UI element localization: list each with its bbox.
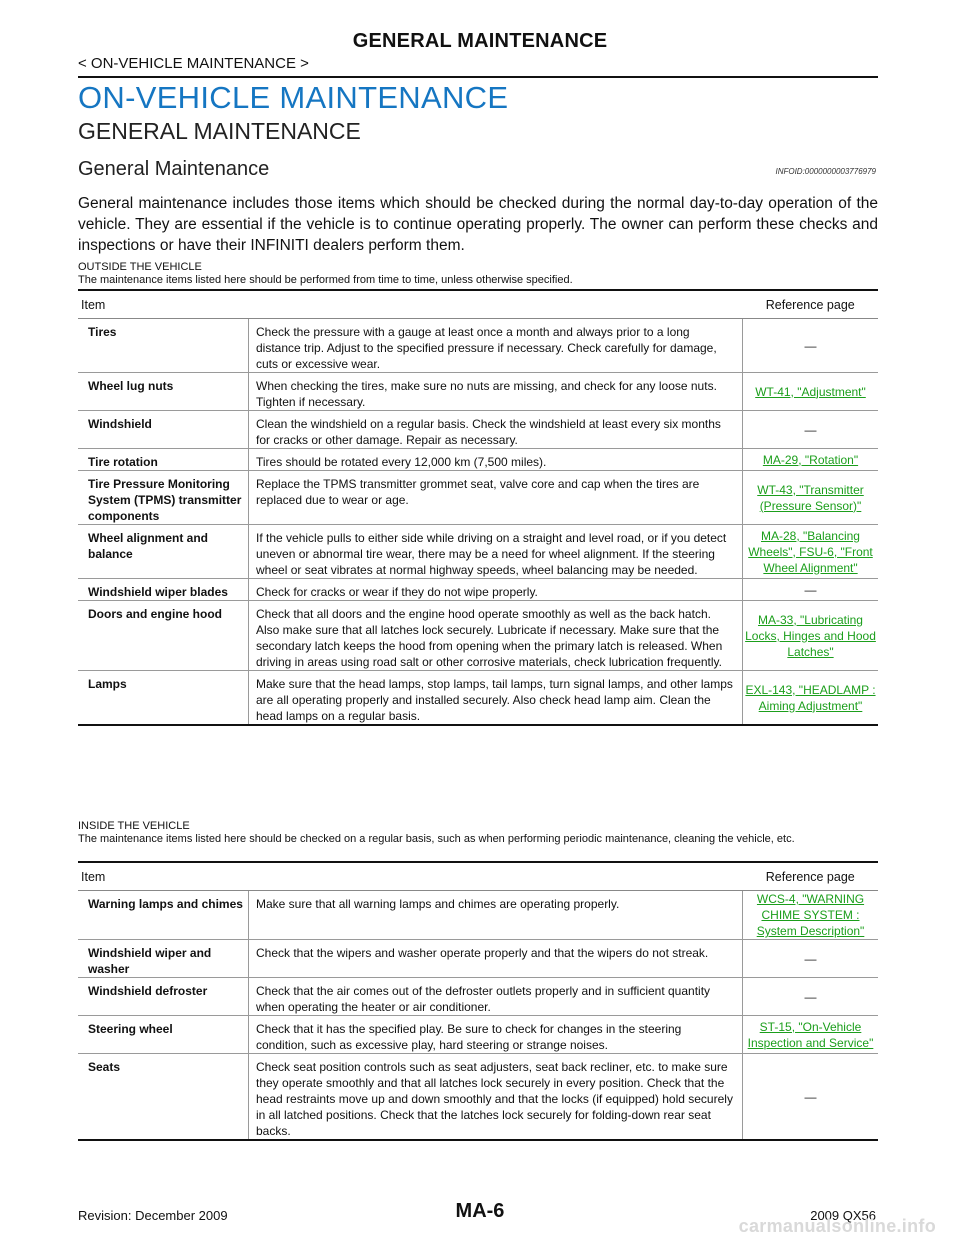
column-header-item: Item [78,861,743,891]
row-item-name: Wheel lug nuts [78,372,249,411]
table-row: Tire Pressure Monitoring System (TPMS) t… [78,470,878,525]
subsection-heading: GENERAL MAINTENANCE [78,118,361,144]
reference-none: — [804,422,817,437]
reference-link[interactable]: MA-28, "Balancing Wheels", FSU-6, "Front… [748,528,873,575]
row-item-name: Warning lamps and chimes [78,890,249,940]
footer-model: 2009 QX56 [810,1208,876,1223]
row-reference-cell: — [742,977,878,1016]
row-description: Check that all doors and the engine hood… [248,600,743,671]
row-item-name: Windshield wiper blades [78,578,249,601]
row-description: Check seat position controls such as sea… [248,1053,743,1141]
row-item-name: Doors and engine hood [78,600,249,671]
table-header-row: Item Reference page [78,861,878,891]
inside-maintenance-table: Item Reference page Warning lamps and ch… [78,861,878,1141]
outside-section-note: The maintenance items listed here should… [78,274,573,286]
row-reference-cell: — [742,939,878,978]
watermark-text: carmanualsonline.info [738,1216,936,1236]
row-description: Check the pressure with a gauge at least… [248,318,743,373]
row-item-name: Windshield wiper and washer [78,939,249,978]
row-reference-cell: WT-41, "Adjustment" [742,372,878,411]
row-description: Check that the air comes out of the defr… [248,977,743,1016]
topic-heading: General Maintenance [78,158,270,180]
intro-paragraph: General maintenance includes those items… [78,195,878,254]
row-description: When checking the tires, make sure no nu… [248,372,743,411]
reference-none: — [804,338,817,353]
row-reference-cell: — [742,578,878,601]
column-header-item: Item [78,289,743,319]
reference-link[interactable]: WCS-4, "WARNING CHIME SYSTEM : System De… [756,892,865,938]
row-description: Replace the TPMS transmitter grommet sea… [248,470,743,525]
running-header-subtitle: < ON-VEHICLE MAINTENANCE > [78,55,309,72]
info-id: INFOID:0000000003776979 [775,167,876,176]
reference-link[interactable]: WT-41, "Adjustment" [755,384,866,399]
table-header-row: Item Reference page [78,289,878,319]
footer-revision: Revision: December 2009 [78,1208,228,1223]
footer-page-number: MA-6 [455,1200,505,1222]
reference-none: — [804,1089,817,1104]
outside-section-title: OUTSIDE THE VEHICLE [78,261,202,273]
row-description: Make sure that all warning lamps and chi… [248,890,743,940]
row-reference-cell: MA-28, "Balancing Wheels", FSU-6, "Front… [742,524,878,579]
row-description: Make sure that the head lamps, stop lamp… [248,670,743,726]
row-item-name: Tires [78,318,249,373]
reference-none: — [804,989,817,1004]
row-description: Check for cracks or wear if they do not … [248,578,743,601]
row-item-name: Windshield defroster [78,977,249,1016]
row-reference-cell: — [742,1053,878,1141]
row-reference-cell: EXL-143, "HEADLAMP : Aiming Adjustment" [742,670,878,726]
inside-section-note: The maintenance items listed here should… [78,833,795,845]
column-header-reference: Reference page [742,861,878,891]
reference-link[interactable]: ST-15, "On-Vehicle Inspection and Servic… [747,1019,874,1050]
reference-none: — [804,951,817,966]
row-description: Tires should be rotated every 12,000 km … [248,448,743,471]
row-reference-cell: WCS-4, "WARNING CHIME SYSTEM : System De… [742,890,878,940]
row-description: Check that it has the specified play. Be… [248,1015,743,1054]
row-reference-cell: — [742,410,878,449]
row-reference-cell: — [742,318,878,373]
inside-section-title: INSIDE THE VEHICLE [78,820,190,832]
row-item-name: Seats [78,1053,249,1141]
row-reference-cell: MA-33, "Lubricating Locks, Hinges and Ho… [742,600,878,671]
reference-link[interactable]: EXL-143, "HEADLAMP : Aiming Adjustment" [745,682,876,713]
reference-link[interactable]: MA-29, "Rotation" [762,452,859,467]
row-description: Clean the windshield on a regular basis.… [248,410,743,449]
header-rule [78,76,878,78]
row-description: Check that the wipers and washer operate… [248,939,743,978]
row-reference-cell: WT-43, "Transmitter (Pressure Sensor)" [742,470,878,525]
section-heading: ON-VEHICLE MAINTENANCE [78,80,509,115]
row-item-name: Wheel alignment and balance [78,524,249,579]
row-description: If the vehicle pulls to either side whil… [248,524,743,579]
row-item-name: Tire rotation [78,448,249,471]
reference-none: — [804,582,817,597]
reference-link[interactable]: MA-33, "Lubricating Locks, Hinges and Ho… [745,612,876,659]
row-item-name: Tire Pressure Monitoring System (TPMS) t… [78,470,249,525]
running-header-title: GENERAL MAINTENANCE [352,30,608,52]
row-item-name: Lamps [78,670,249,726]
column-header-reference: Reference page [742,289,878,319]
row-reference-cell: MA-29, "Rotation" [742,448,878,471]
reference-link[interactable]: WT-43, "Transmitter (Pressure Sensor)" [757,482,864,513]
row-reference-cell: ST-15, "On-Vehicle Inspection and Servic… [742,1015,878,1054]
row-item-name: Windshield [78,410,249,449]
row-item-name: Steering wheel [78,1015,249,1054]
